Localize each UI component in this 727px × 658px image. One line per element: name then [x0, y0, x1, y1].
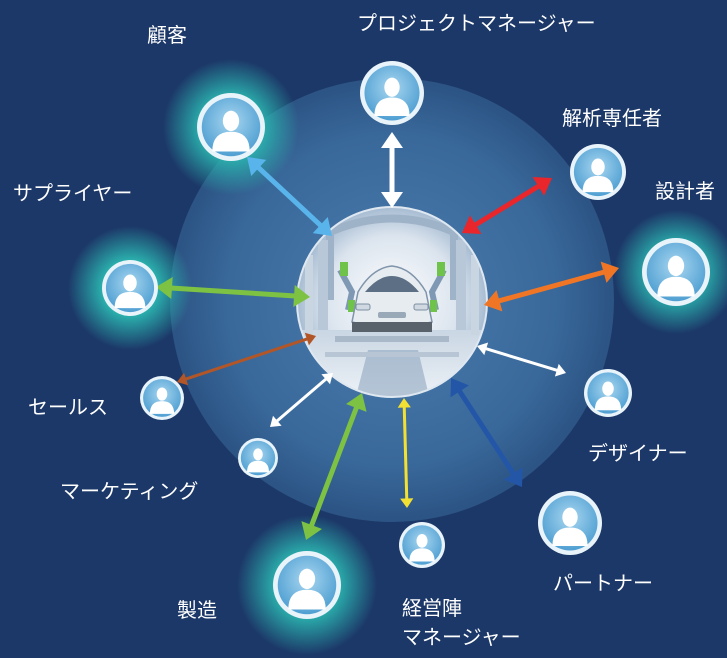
arrow-analyst [462, 176, 552, 235]
arrow-layer [156, 132, 619, 540]
person-icon [582, 158, 614, 193]
arrow-executive [397, 398, 414, 508]
label-partner: パートナー [553, 571, 653, 595]
arrow-marketing [270, 373, 333, 427]
person-icon [149, 387, 175, 414]
arrow-supplier [156, 277, 310, 307]
person-icon [552, 507, 588, 547]
label-designer: デザイナー [588, 441, 688, 465]
person-icon [409, 533, 435, 562]
person-icon [657, 255, 695, 297]
avatar-layer [102, 61, 710, 619]
label-project-manager: プロジェクトマネージャー [357, 11, 596, 35]
avatar-executive [399, 522, 445, 568]
avatar-designer [584, 369, 632, 417]
label-executive-line1: 経営陣 [402, 596, 462, 620]
arrow-designer [477, 342, 566, 377]
person-icon [374, 77, 410, 117]
arrow-design-engineer [484, 261, 619, 312]
label-manufacturing: 製造 [177, 598, 217, 622]
avatar-supplier [102, 260, 158, 316]
arrow-sales [177, 332, 316, 386]
arrow-manufacturing [301, 393, 367, 540]
avatar-sales [140, 376, 184, 420]
avatar-marketing [238, 438, 278, 478]
arrow-customer [247, 157, 332, 236]
avatar-design-engineer [642, 238, 710, 306]
person-icon [114, 274, 146, 309]
person-icon [288, 568, 326, 610]
label-marketing: マーケティング [60, 479, 199, 503]
avatar-project-manager [360, 61, 424, 125]
car-factory-icon [297, 207, 487, 397]
arrow-partner [450, 378, 523, 487]
person-icon [594, 381, 622, 411]
avatar-manufacturing [273, 551, 341, 619]
label-executive-line2: マネージャー [402, 625, 521, 649]
label-sales: セールス [28, 395, 108, 419]
label-customer: 顧客 [147, 23, 187, 47]
person-icon [247, 448, 269, 473]
avatar-analyst [570, 144, 626, 200]
label-analyst: 解析専任者 [562, 106, 662, 130]
person-icon [212, 110, 250, 152]
label-design-engineer: 設計者 [655, 179, 715, 203]
avatar-customer [197, 93, 265, 161]
label-supplier: サプライヤー [13, 181, 133, 205]
arrow-project-manager [381, 132, 403, 208]
avatar-partner [538, 491, 602, 555]
